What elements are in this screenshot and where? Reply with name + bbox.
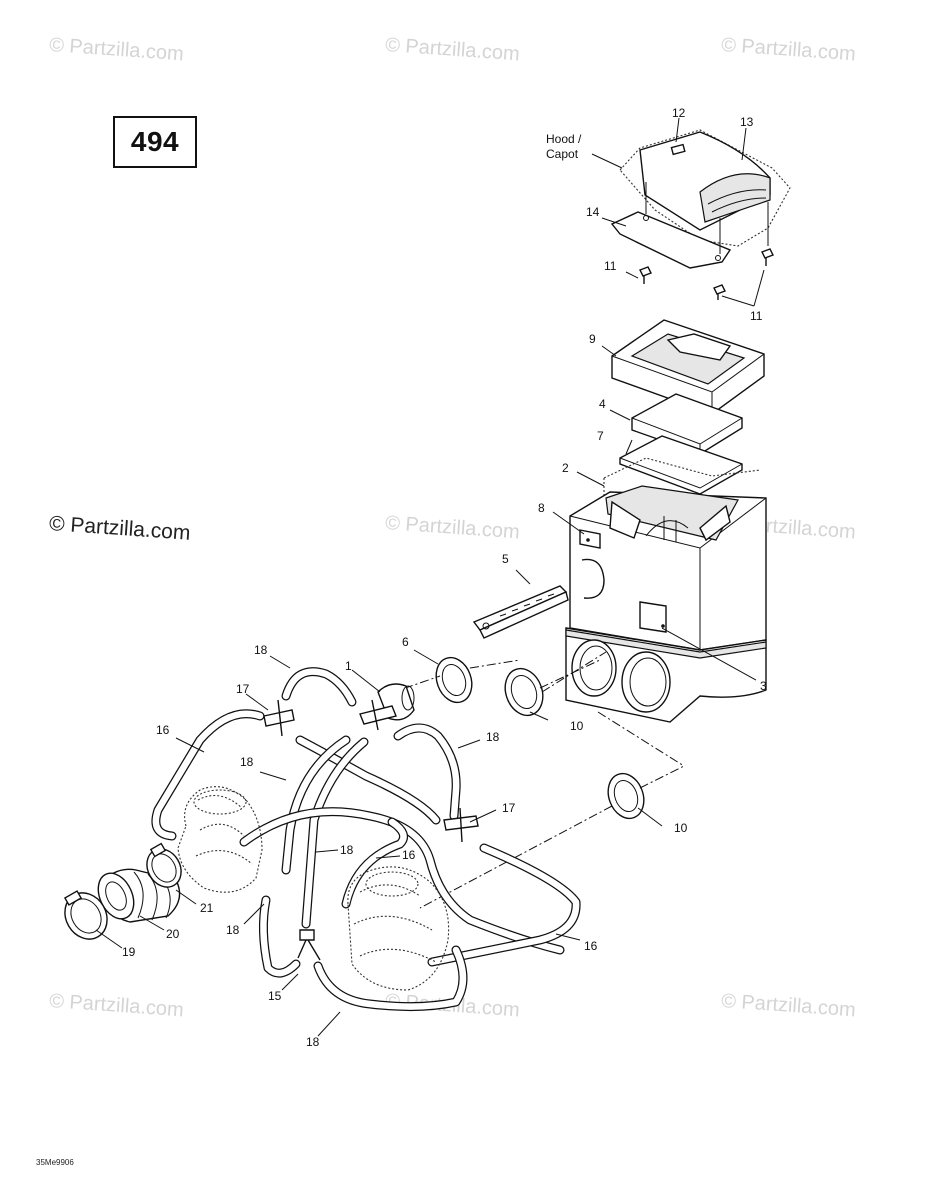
leader-lines — [95, 117, 765, 1037]
callout-13: 13 — [740, 115, 754, 129]
callout-18: 18 — [486, 730, 500, 744]
callout-9: 9 — [589, 332, 596, 346]
callout-21: 21 — [200, 901, 214, 915]
callout-4: 4 — [599, 397, 606, 411]
carburetors — [177, 786, 450, 991]
callout-18: 18 — [306, 1035, 320, 1049]
callout-7: 7 — [597, 429, 604, 443]
callout-10: 10 — [674, 821, 688, 835]
hood-label-en: Hood / — [546, 132, 582, 146]
bracket — [472, 585, 569, 639]
fittings — [263, 683, 479, 961]
callout-5: 5 — [502, 552, 509, 566]
document-code: 35Me9906 — [36, 1158, 74, 1167]
callout-12: 12 — [672, 106, 686, 120]
callout-17: 17 — [236, 682, 250, 696]
hood-label-fr: Capot — [546, 147, 579, 161]
callout-6: 6 — [402, 635, 409, 649]
hood-label: Hood / Capot — [546, 132, 581, 162]
callout-8: 8 — [538, 501, 545, 515]
page-number-box: 494 — [113, 116, 197, 168]
callout-16: 16 — [584, 939, 598, 953]
callout-18: 18 — [240, 755, 254, 769]
air-box — [565, 457, 767, 723]
air-filter-stack — [611, 319, 765, 495]
callout-18: 18 — [226, 923, 240, 937]
hood-assembly — [610, 129, 791, 300]
callout-14: 14 — [586, 205, 600, 219]
adapter-rings — [435, 656, 645, 820]
intake-boot — [63, 842, 182, 940]
callout-11: 11 — [604, 259, 617, 273]
callout-3: 3 — [760, 679, 767, 693]
callout-11: 11 — [750, 309, 763, 323]
callout-10: 10 — [570, 719, 584, 733]
callout-19: 19 — [122, 945, 136, 959]
callout-15: 15 — [268, 989, 282, 1003]
callout-1: 1 — [345, 659, 352, 673]
callout-16: 16 — [402, 848, 416, 862]
callout-2: 2 — [562, 461, 569, 475]
hoses — [151, 667, 581, 1012]
callout-17: 17 — [502, 801, 516, 815]
callout-20: 20 — [166, 927, 180, 941]
callout-18: 18 — [340, 843, 354, 857]
callout-18: 18 — [254, 643, 268, 657]
callout-16: 16 — [156, 723, 170, 737]
